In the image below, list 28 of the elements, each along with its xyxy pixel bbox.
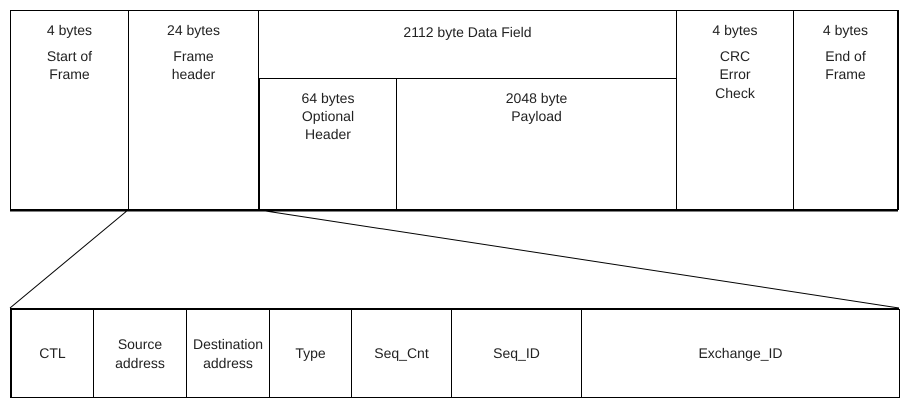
field-label: Seq_Cnt — [373, 344, 430, 363]
frame-field — [128, 10, 259, 210]
field-label: 2112 byte Data Field — [402, 23, 533, 42]
field-label: Seq_ID — [492, 344, 541, 363]
field-size: 4 bytes — [711, 21, 759, 40]
header-table — [10, 308, 899, 398]
field-label: Type — [294, 344, 327, 363]
frame-field — [259, 78, 397, 210]
field-label: Start of Frame — [46, 47, 94, 84]
field-label: Frame header — [170, 47, 216, 84]
header-field — [11, 309, 94, 398]
field-label: 2048 byte Payload — [504, 89, 568, 126]
data-field — [258, 10, 677, 210]
frame-field — [10, 10, 129, 210]
frame-field — [676, 10, 794, 210]
field-label: Destination address — [192, 335, 264, 372]
field-label: CTL — [38, 344, 67, 363]
field-label: End of Frame — [824, 47, 867, 84]
field-label: 64 bytes Optional Header — [300, 89, 356, 144]
frame-field — [793, 10, 898, 210]
field-size: 24 bytes — [166, 21, 221, 40]
header-field — [581, 309, 900, 398]
field-size: 4 bytes — [822, 21, 870, 40]
field-label: Exchange_ID — [697, 344, 784, 363]
expansion-line — [10, 210, 128, 308]
field-label: Source address — [114, 335, 166, 372]
field-label: CRC Error Check — [714, 47, 756, 102]
field-size: 4 bytes — [46, 21, 94, 40]
